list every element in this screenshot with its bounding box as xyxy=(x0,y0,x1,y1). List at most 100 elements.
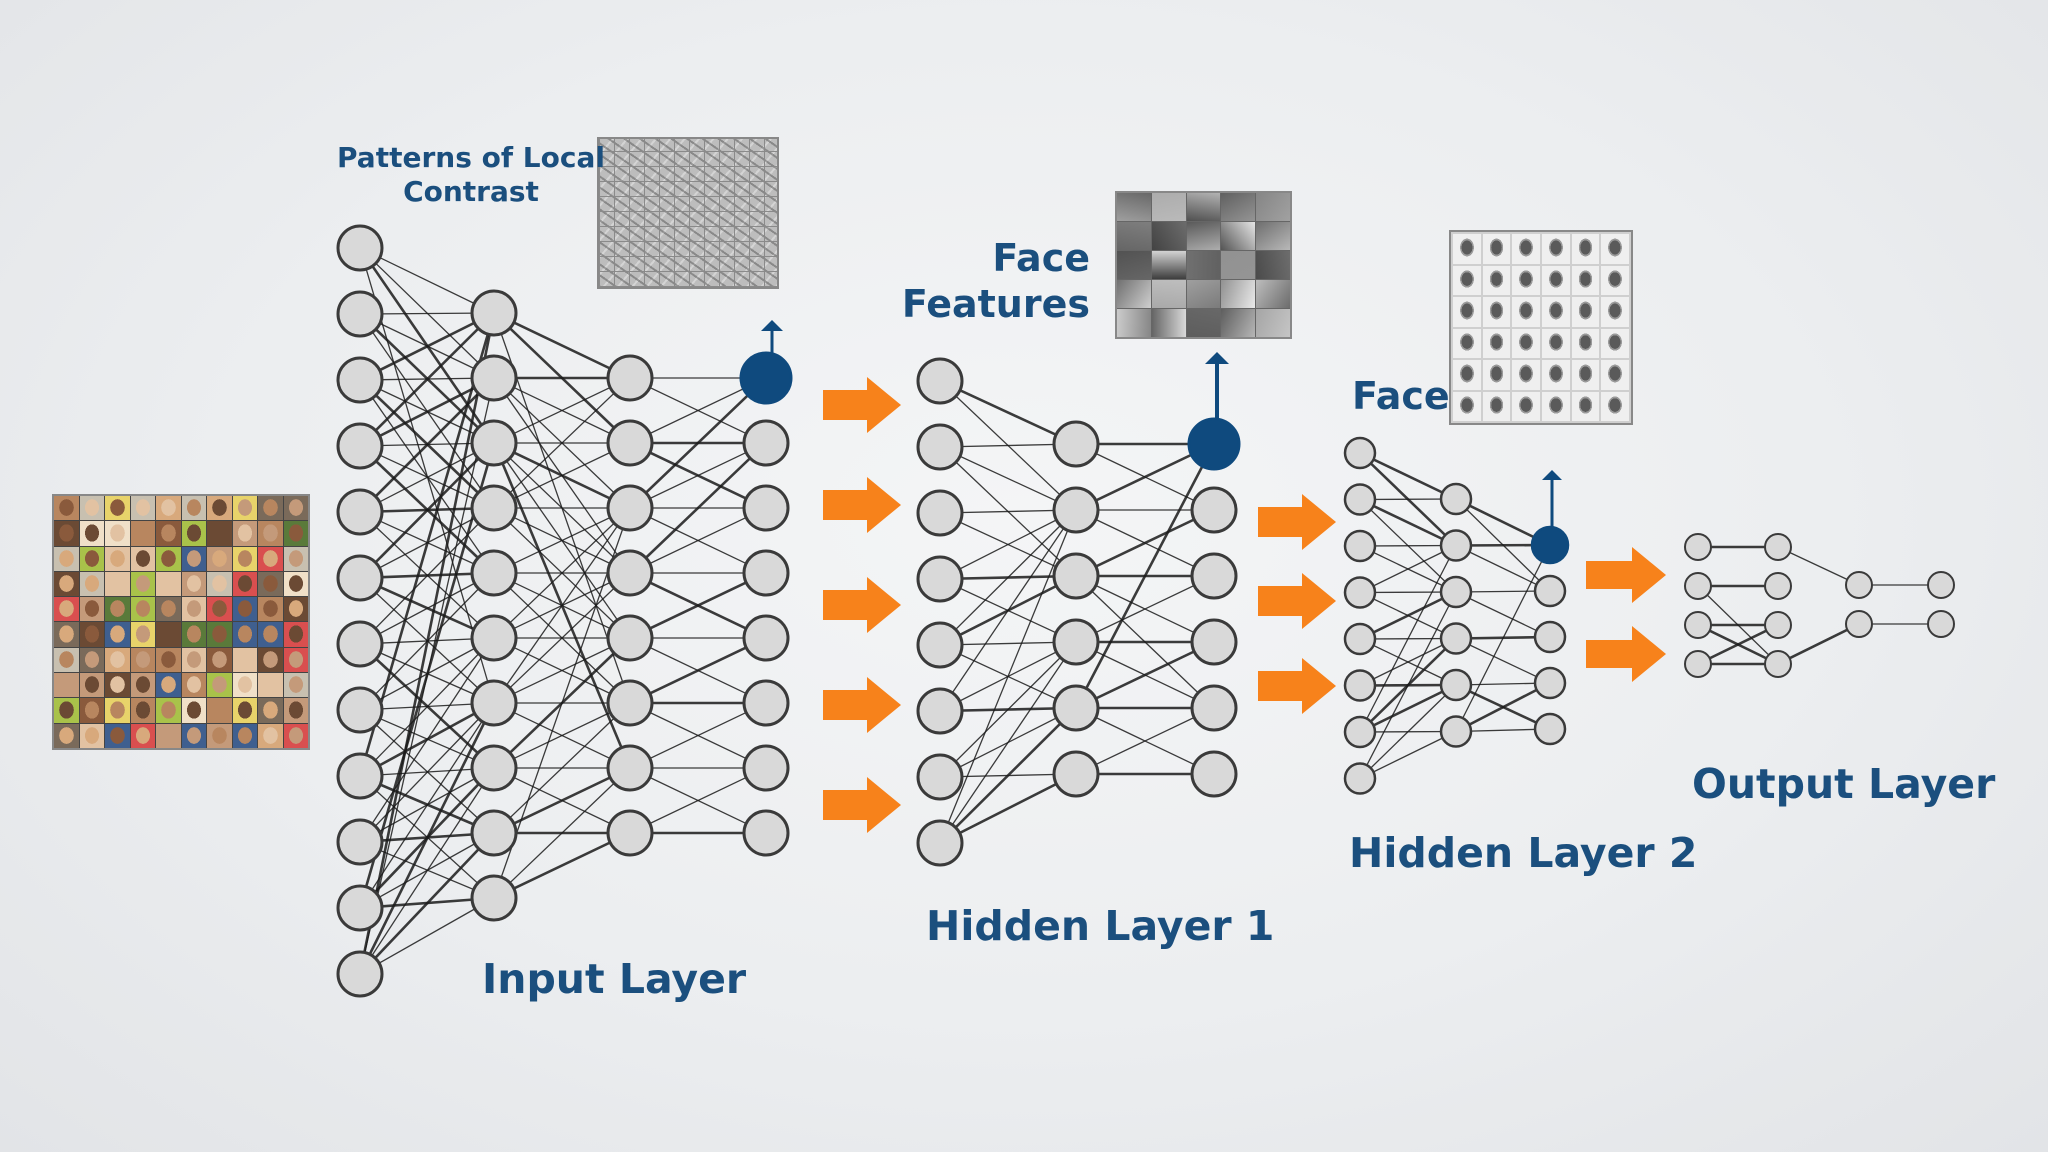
connection-line xyxy=(493,507,631,574)
connection-line xyxy=(359,767,495,975)
connection-line xyxy=(1359,544,1457,594)
connection-line xyxy=(1359,590,1457,641)
neuron-node xyxy=(742,484,790,532)
arrow-right-icon xyxy=(1258,658,1336,714)
connection-line xyxy=(939,509,1077,580)
neuron-node xyxy=(1052,618,1100,666)
neuron-node xyxy=(742,549,790,597)
neuron-node xyxy=(1533,712,1567,746)
neuron-node xyxy=(1343,436,1377,470)
connection-line xyxy=(629,442,767,509)
neuron-node xyxy=(336,554,384,602)
face-label: Face xyxy=(1352,374,1450,418)
connection-line xyxy=(939,707,1077,844)
connection-line xyxy=(359,507,495,645)
neuron-node xyxy=(1533,666,1567,700)
neuron-node xyxy=(1190,618,1238,666)
connection-line xyxy=(1359,498,1457,547)
connection-line xyxy=(358,702,496,975)
connection-line xyxy=(1359,591,1457,779)
neuron-node xyxy=(606,419,654,467)
neuron-node xyxy=(1533,574,1567,608)
local-contrast-patterns-image xyxy=(597,137,779,289)
connection-line xyxy=(629,702,767,769)
neuron-node xyxy=(1190,486,1238,534)
neuron-node xyxy=(336,422,384,470)
neuron-node xyxy=(742,419,790,467)
neuron-node xyxy=(1439,529,1473,562)
neuron-node xyxy=(1052,552,1100,600)
arrow-up-icon xyxy=(1542,470,1562,480)
connection-line xyxy=(359,247,495,314)
arrow-right-icon xyxy=(1258,494,1336,550)
connection-line xyxy=(493,507,631,639)
neuron-node xyxy=(470,874,518,922)
input-layer-label: Input Layer xyxy=(482,955,747,1003)
neuron-node xyxy=(606,354,654,402)
arrow-right-icon xyxy=(823,577,901,633)
connection-line xyxy=(359,702,495,843)
connection-line xyxy=(1074,443,1216,709)
connection-line xyxy=(493,702,631,834)
neuron-node xyxy=(336,884,384,932)
arrow-right-icon xyxy=(1586,626,1666,682)
arrow-right-icon xyxy=(1586,547,1666,603)
connection-line xyxy=(493,311,631,380)
connection-line xyxy=(939,509,1077,646)
neuron-node xyxy=(1764,533,1792,561)
neuron-node xyxy=(1190,684,1238,732)
neuron-node xyxy=(1343,576,1377,609)
connection-line xyxy=(493,377,631,509)
connection-line xyxy=(493,377,631,444)
arrow-right-icon xyxy=(823,477,901,533)
hidden-layer-1-label: Hidden Layer 1 xyxy=(926,902,1275,950)
connection-line xyxy=(1075,707,1215,775)
face-features-label: Face Features xyxy=(901,236,1090,326)
neuron-node xyxy=(1927,610,1955,638)
connection-line xyxy=(1455,544,1551,592)
arrow-right-icon xyxy=(823,377,901,433)
connection-line xyxy=(493,766,631,835)
output-layer-label: Output Layer xyxy=(1692,760,1996,808)
connection-line xyxy=(358,312,496,975)
neuron-node xyxy=(1684,611,1712,639)
neuron-node xyxy=(336,224,384,272)
neuron-node xyxy=(470,744,518,792)
highlight-node xyxy=(739,351,793,405)
connection-line xyxy=(939,379,1077,446)
connection-line xyxy=(629,377,767,509)
neuron-node xyxy=(470,484,518,532)
neuron-node xyxy=(470,289,518,337)
connection-line xyxy=(1359,545,1457,733)
connection-line xyxy=(629,767,767,834)
connection-line xyxy=(359,311,495,382)
neuron-node xyxy=(606,549,654,597)
connection-line xyxy=(359,572,495,645)
neuron-node xyxy=(1052,486,1100,534)
faces-image xyxy=(1449,230,1633,425)
connection-line xyxy=(629,636,767,705)
neuron-node xyxy=(336,818,384,866)
neuron-node xyxy=(1764,650,1792,678)
connection-line xyxy=(359,442,495,579)
neuron-node xyxy=(470,679,518,727)
connection-line xyxy=(359,377,495,513)
neuron-node xyxy=(742,809,790,857)
neuron-node xyxy=(1764,572,1792,600)
neuron-node xyxy=(916,753,964,801)
neuron-node xyxy=(1052,684,1100,732)
connection-line xyxy=(359,897,495,975)
connection-line xyxy=(1359,683,1457,734)
neuron-node xyxy=(742,744,790,792)
connection-line xyxy=(1777,546,1860,586)
neuron-node xyxy=(336,620,384,668)
arrow-up-icon xyxy=(1205,352,1229,364)
connection-line xyxy=(1455,637,1551,684)
neuron-node xyxy=(606,809,654,857)
connection-line xyxy=(493,767,631,899)
neuron-node xyxy=(1927,571,1955,599)
neuron-node xyxy=(606,484,654,532)
neuron-node xyxy=(1439,668,1473,702)
connection-line xyxy=(629,442,767,574)
